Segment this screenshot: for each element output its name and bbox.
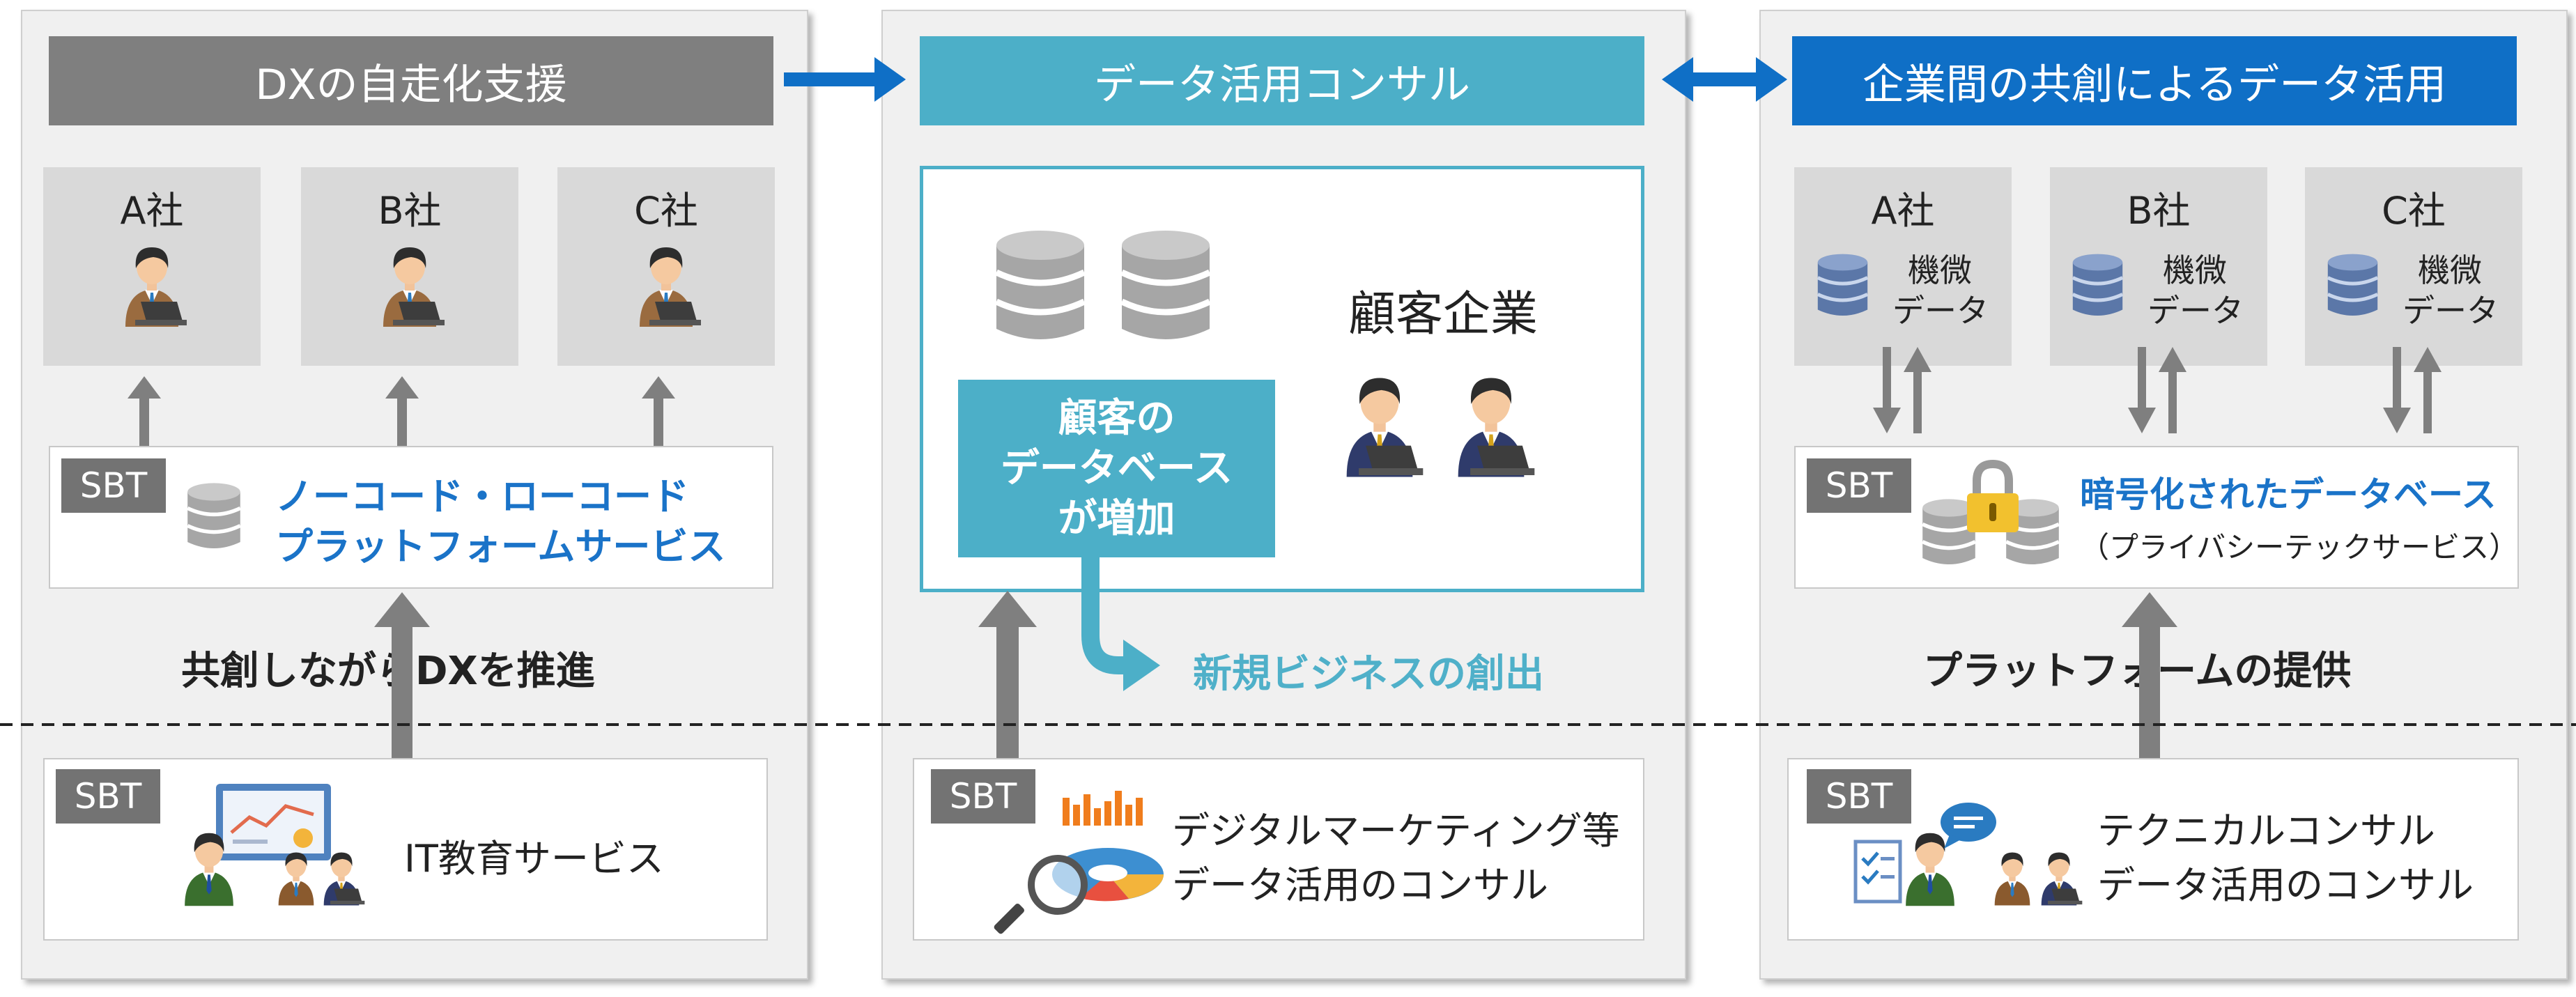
company-label: C社 bbox=[634, 189, 698, 233]
sbt-badge: SBT bbox=[61, 458, 166, 513]
sbt-badge: SBT bbox=[1807, 769, 1911, 824]
sensitive-line2: データ bbox=[1892, 292, 1989, 330]
left-bottom-box bbox=[43, 758, 768, 941]
company-label: A社 bbox=[1871, 189, 1935, 233]
sbt-badge: SBT bbox=[1807, 458, 1911, 513]
presentation-board-icon bbox=[216, 784, 331, 860]
sensitive-line2: データ bbox=[2403, 292, 2499, 330]
left-platform-box bbox=[49, 446, 773, 589]
header-connector-arrows bbox=[784, 57, 1787, 102]
new-business-label: 新規ビジネスの創出 bbox=[1193, 651, 1544, 697]
left-caption: 共創しながらDXを推進 bbox=[181, 649, 595, 694]
up-arrow-middle-main bbox=[978, 591, 1037, 775]
db-box-line2: データベース bbox=[1000, 445, 1233, 491]
db-box-line1: 顧客の bbox=[1058, 395, 1175, 441]
right-bottom-line2: データ活用のコンサル bbox=[2097, 863, 2474, 907]
left-company-b: B社 bbox=[301, 167, 518, 366]
customer-db-box: 顧客の データベース が増加 bbox=[958, 380, 1275, 557]
sbt-badge: SBT bbox=[56, 769, 160, 824]
sensitive-line1: 機微 bbox=[2418, 252, 2482, 289]
sbt-badge: SBT bbox=[931, 769, 1035, 824]
company-label: A社 bbox=[120, 189, 184, 233]
company-label: C社 bbox=[2382, 189, 2446, 233]
platform-line1: ノーコード・ローコード bbox=[275, 474, 689, 518]
chat-bubble-icon bbox=[1941, 803, 1996, 849]
sensitive-line2: データ bbox=[2147, 292, 2244, 330]
up-arrow-left-main bbox=[374, 592, 430, 759]
encrypted-db-box bbox=[1794, 446, 2519, 589]
left-company-a: A社 bbox=[43, 167, 261, 366]
new-business-arrow bbox=[1081, 557, 1160, 691]
platform-line2: プラットフォームサービス bbox=[275, 525, 726, 569]
right-caption: プラットフォームの提供 bbox=[1923, 649, 2352, 694]
right-header: 企業間の共創によるデータ活用 bbox=[1792, 36, 2517, 125]
middle-bottom-line1: デジタルマーケティング等 bbox=[1172, 809, 1620, 853]
right-bottom-line1: テクニカルコンサル bbox=[2097, 809, 2435, 853]
left-header: DXの自走化支援 bbox=[49, 36, 773, 125]
bidirectional-arrows-right bbox=[1873, 347, 2442, 433]
db-box-line3: が増加 bbox=[1058, 495, 1175, 541]
company-label: B社 bbox=[2127, 189, 2191, 233]
sensitive-line1: 機微 bbox=[2163, 252, 2227, 289]
it-education-label: IT教育サービス bbox=[404, 837, 664, 881]
privacy-tech-label: （プライバシーテックサービス） bbox=[2080, 530, 2519, 564]
middle-bottom-line2: データ活用のコンサル bbox=[1172, 863, 1548, 907]
up-arrows-left-top bbox=[128, 376, 675, 446]
customer-company-label: 顧客企業 bbox=[1348, 287, 1538, 342]
left-company-c: C社 bbox=[557, 167, 775, 366]
encrypted-db-label: 暗号化されたデータベース bbox=[2080, 474, 2497, 515]
padlock-icon bbox=[1967, 459, 2019, 532]
company-label: B社 bbox=[378, 189, 442, 233]
middle-header: データ活用コンサル bbox=[920, 36, 1644, 125]
up-arrow-right-main bbox=[2122, 592, 2177, 759]
chart-magnifier-icon bbox=[994, 791, 1164, 934]
checklist-icon bbox=[1853, 840, 1902, 904]
sensitive-line1: 機微 bbox=[1908, 252, 1972, 289]
